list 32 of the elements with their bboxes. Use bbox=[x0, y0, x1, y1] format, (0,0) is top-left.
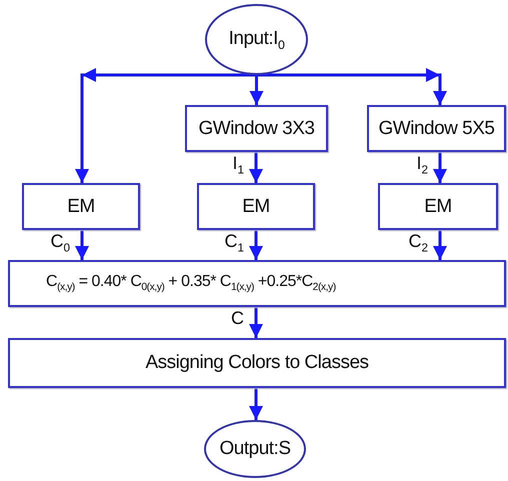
node-label: EM bbox=[67, 196, 95, 218]
arrow bbox=[249, 388, 263, 420]
edge-label: C$_{2}$ bbox=[408, 231, 428, 255]
arrow bbox=[249, 230, 263, 260]
arrow bbox=[433, 230, 447, 260]
edge-label: I$_{1}$ bbox=[232, 153, 244, 177]
node-label: EM bbox=[424, 196, 452, 218]
edge-label: C bbox=[231, 308, 244, 329]
edge-label: I$_{2}$ bbox=[416, 153, 428, 177]
arrow bbox=[433, 152, 447, 183]
arrow bbox=[250, 75, 264, 105]
node-label: Input:I$_{0}$ bbox=[228, 28, 284, 52]
node-label: GWindow 5X5 bbox=[378, 118, 494, 140]
node-label: EM bbox=[242, 196, 270, 218]
node-label: Output:S bbox=[220, 438, 290, 460]
node-label: Assigning Colors to Classes bbox=[145, 352, 369, 374]
process-box bbox=[22, 183, 140, 230]
formula-text: C$_{(x,y)}$ = 0.40* C$_{0(x,y)}$ + 0.35* C$_{1(x,y)}$ +0.25*C$_{2(x,y)}$ bbox=[46, 273, 336, 294]
arrow bbox=[256, 68, 447, 105]
edge-label: C$_{1}$ bbox=[224, 231, 244, 255]
node-label: GWindow 3X3 bbox=[198, 118, 314, 140]
arrow bbox=[249, 307, 263, 338]
process-box bbox=[197, 183, 315, 230]
process-box bbox=[367, 105, 506, 152]
process-box bbox=[185, 105, 328, 152]
edge-label: C$_{0}$ bbox=[50, 231, 70, 255]
process-box bbox=[8, 338, 506, 388]
process-box bbox=[378, 183, 498, 230]
arrow bbox=[75, 68, 256, 183]
arrow bbox=[75, 230, 89, 260]
process-box bbox=[8, 260, 506, 307]
arrow bbox=[249, 152, 263, 183]
